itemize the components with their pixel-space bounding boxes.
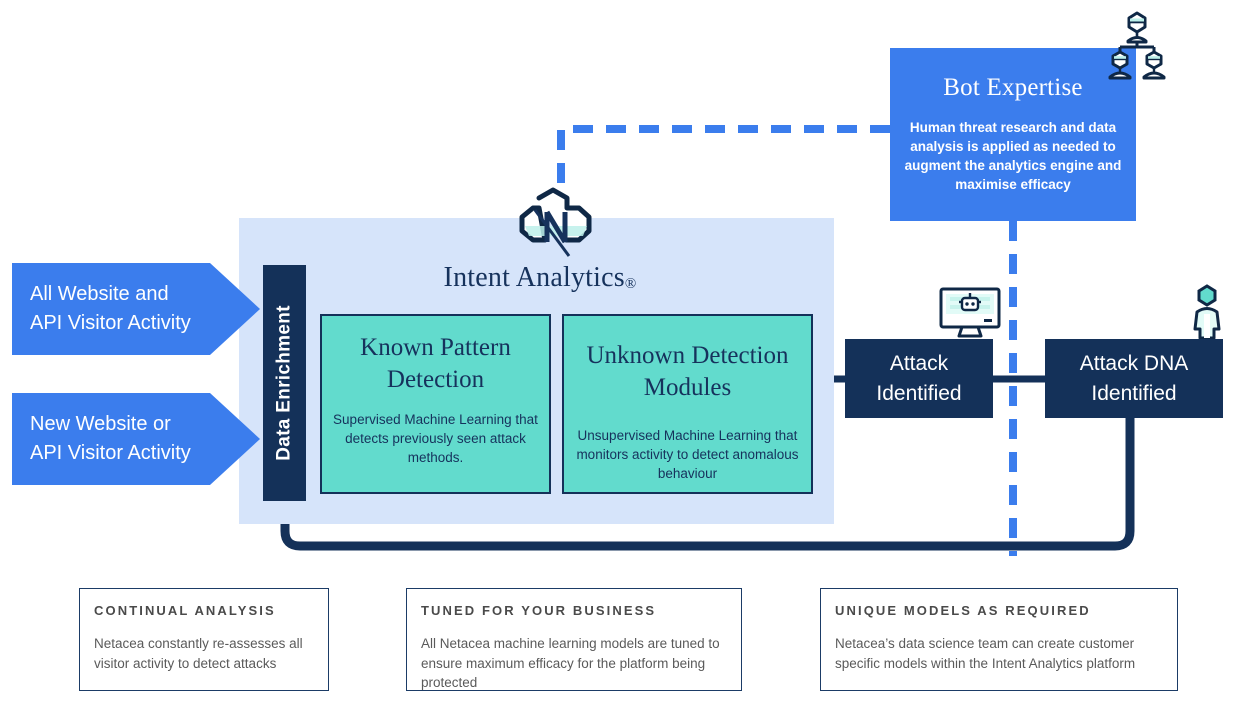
info-card-continual-analysis-body: Netacea constantly re-assesses all visit… (94, 636, 303, 671)
info-card-continual-analysis[interactable]: CONTINUAL ANALYSIS Netacea constantly re… (79, 588, 329, 691)
input-arrow-new-website-or-api-visitor-activity[interactable]: New Website or API Visitor Activity (12, 393, 260, 485)
unknown-detection-modules-description: Unsupervised Machine Learning that monit… (576, 428, 799, 482)
page-title: Intent Analytics® (300, 262, 780, 294)
data-enrichment-bar[interactable]: Data Enrichment (263, 265, 306, 501)
attack-identified-line1: Attack (889, 352, 949, 376)
input-arrow-all-line2: API Visitor Activity (30, 312, 191, 334)
arrow-shape-icon (12, 393, 260, 485)
bot-expertise-description: Human threat research and data analysis … (904, 120, 1122, 193)
attack-identified-box[interactable]: Attack Identified (845, 339, 993, 418)
info-card-unique-models-as-required-body: Netacea’s data science team can create c… (835, 636, 1136, 671)
info-card-tuned-for-your-business-body: All Netacea machine learning models are … (421, 636, 720, 691)
bot-expertise-title: Bot Expertise (943, 74, 1083, 101)
attack-dna-identified-line2: Identified (1091, 381, 1177, 405)
info-card-unique-models-as-required-title: UNIQUE MODELS AS REQUIRED (835, 603, 1091, 618)
netacea-logo (509, 186, 603, 264)
known-pattern-detection-module[interactable]: Known Pattern Detection Supervised Machi… (320, 314, 551, 494)
team-icon (1102, 10, 1172, 80)
attack-dna-identified-label: Attack DNA Identified (1080, 349, 1189, 408)
input-arrow-new-line1: New Website or (30, 413, 171, 435)
bot-expertise-dashed-connector (557, 125, 890, 208)
info-card-continual-analysis-title: CONTINUAL ANALYSIS (94, 603, 276, 618)
input-arrow-all-label: All Website and API Visitor Activity (30, 263, 230, 355)
info-card-unique-models-as-required[interactable]: UNIQUE MODELS AS REQUIRED Netacea’s data… (820, 588, 1178, 691)
unknown-detection-modules-title: Unknown Detection Modules (586, 342, 789, 401)
arrow-shape-icon (12, 263, 260, 355)
input-arrow-new-line2: API Visitor Activity (30, 442, 191, 464)
input-arrow-all-line1: All Website and (30, 283, 169, 305)
registered-mark: ® (624, 276, 637, 292)
bot-expertise-card[interactable]: Bot Expertise Human threat research and … (890, 48, 1136, 221)
input-arrow-all-website-and-api-visitor-activity[interactable]: All Website and API Visitor Activity (12, 263, 260, 355)
info-card-tuned-for-your-business-title: TUNED FOR YOUR BUSINESS (421, 603, 657, 618)
data-enrichment-label: Data Enrichment (273, 305, 295, 461)
input-arrow-new-label: New Website or API Visitor Activity (30, 393, 230, 485)
monitor-bot-icon (938, 287, 1002, 339)
attack-identified-line2: Identified (876, 381, 962, 405)
unknown-detection-modules-module[interactable]: Unknown Detection Modules Unsupervised M… (562, 314, 813, 494)
person-icon (1190, 284, 1224, 340)
attack-dna-identified-line1: Attack DNA (1079, 352, 1189, 376)
attack-dna-identified-box[interactable]: Attack DNA Identified (1045, 339, 1223, 418)
info-card-tuned-for-your-business[interactable]: TUNED FOR YOUR BUSINESS All Netacea mach… (406, 588, 742, 691)
intent-analytics-label: Intent Analytics (443, 262, 625, 293)
known-pattern-detection-title: Known Pattern Detection (360, 334, 511, 393)
attack-identified-label: Attack Identified (876, 349, 961, 408)
known-pattern-detection-description: Supervised Machine Learning that detects… (333, 412, 538, 466)
